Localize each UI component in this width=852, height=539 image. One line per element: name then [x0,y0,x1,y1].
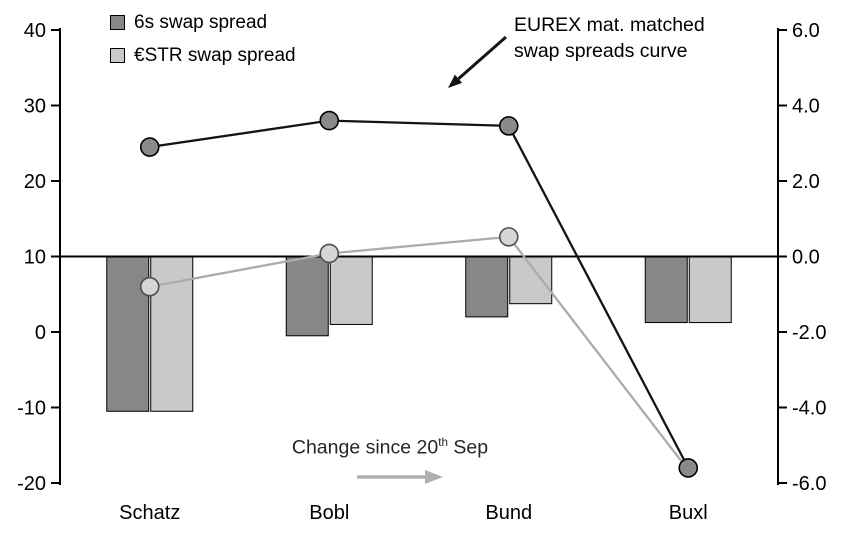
left-axis-tick-label: 20 [24,171,46,193]
legend-item-6s: 6s swap spread [110,6,296,39]
legend-item-estr: €STR swap spread [110,39,296,72]
axes-group: 40 30 20 10 0 -10 -20 6.0 4.0 2.0 0.0 -2.0 -4.0 -6.0 [17,20,826,495]
curve-annotation-line1: EUREX mat. matched [514,14,705,36]
lines-group [139,110,699,478]
point-6s-curve-bobl [319,110,340,131]
curve-annotation: EUREX mat. matched swap spreads curve [514,12,705,64]
change-annotation-post: Sep [447,436,489,459]
change-annotation-sup: th [438,436,448,449]
bar-estr-bobl [329,256,373,325]
legend-label-6s: 6s swap spread [134,11,268,33]
right-axis-tick-label: 0.0 [792,247,820,269]
curve-annotation-arrow [448,35,507,88]
category-label-schatz: Schatz [119,502,180,524]
point-estr-curve-bobl [319,243,340,264]
point-estr-curve-bund [498,227,519,247]
bar-estr-buxl [688,256,732,324]
curve-annotation-line2: swap spreads curve [514,40,688,62]
right-axis-tick-label: -6.0 [792,473,826,495]
line-estr-curve [149,235,690,471]
bar-6s-schatz [106,256,150,412]
category-label-buxl: Buxl [669,502,708,524]
point-estr-curve-schatz [139,276,160,297]
change-annotation-arrow [357,470,443,484]
left-axis-tick-label: 10 [24,247,46,269]
right-axis-tick-label: -4.0 [792,398,826,420]
legend-label-estr: €STR swap spread [134,44,296,66]
bar-6s-bund [465,256,509,318]
right-axis-tick-label: 6.0 [792,20,820,42]
left-axis-tick-label: 30 [24,96,46,118]
category-label-bund: Bund [485,502,532,524]
x-axis-labels-group: Schatz Bobl Bund Buxl [119,502,708,524]
legend-swatch-estr [110,48,125,63]
change-annotation: Change since 20th Sep [270,436,510,460]
right-axis-tick-label: 4.0 [792,96,820,118]
curve-arrow-head [448,74,463,88]
left-axis-tick-label: 0 [35,322,46,344]
bars-group [106,256,732,412]
left-axis-tick-label: -20 [17,473,46,495]
curve-arrow-shaft [457,35,507,80]
bar-6s-buxl [644,256,688,324]
point-6s-curve-buxl [678,458,699,478]
legend-swatch-6s [110,15,125,30]
change-annotation-pre: Change since 20 [291,436,439,459]
left-axis-tick-label: -10 [17,398,46,420]
point-6s-curve-schatz [139,137,160,157]
right-axis-tick-label: -2.0 [792,322,826,344]
point-6s-curve-bund [498,116,519,136]
left-axis-tick-label: 40 [24,20,46,42]
legend: 6s swap spread €STR swap spread [110,6,296,72]
bar-6s-bobl [285,256,329,337]
right-axis-tick-label: 2.0 [792,171,820,193]
line-6s-curve [149,119,690,469]
change-arrow-head [425,470,443,484]
category-label-bobl: Bobl [309,502,349,524]
